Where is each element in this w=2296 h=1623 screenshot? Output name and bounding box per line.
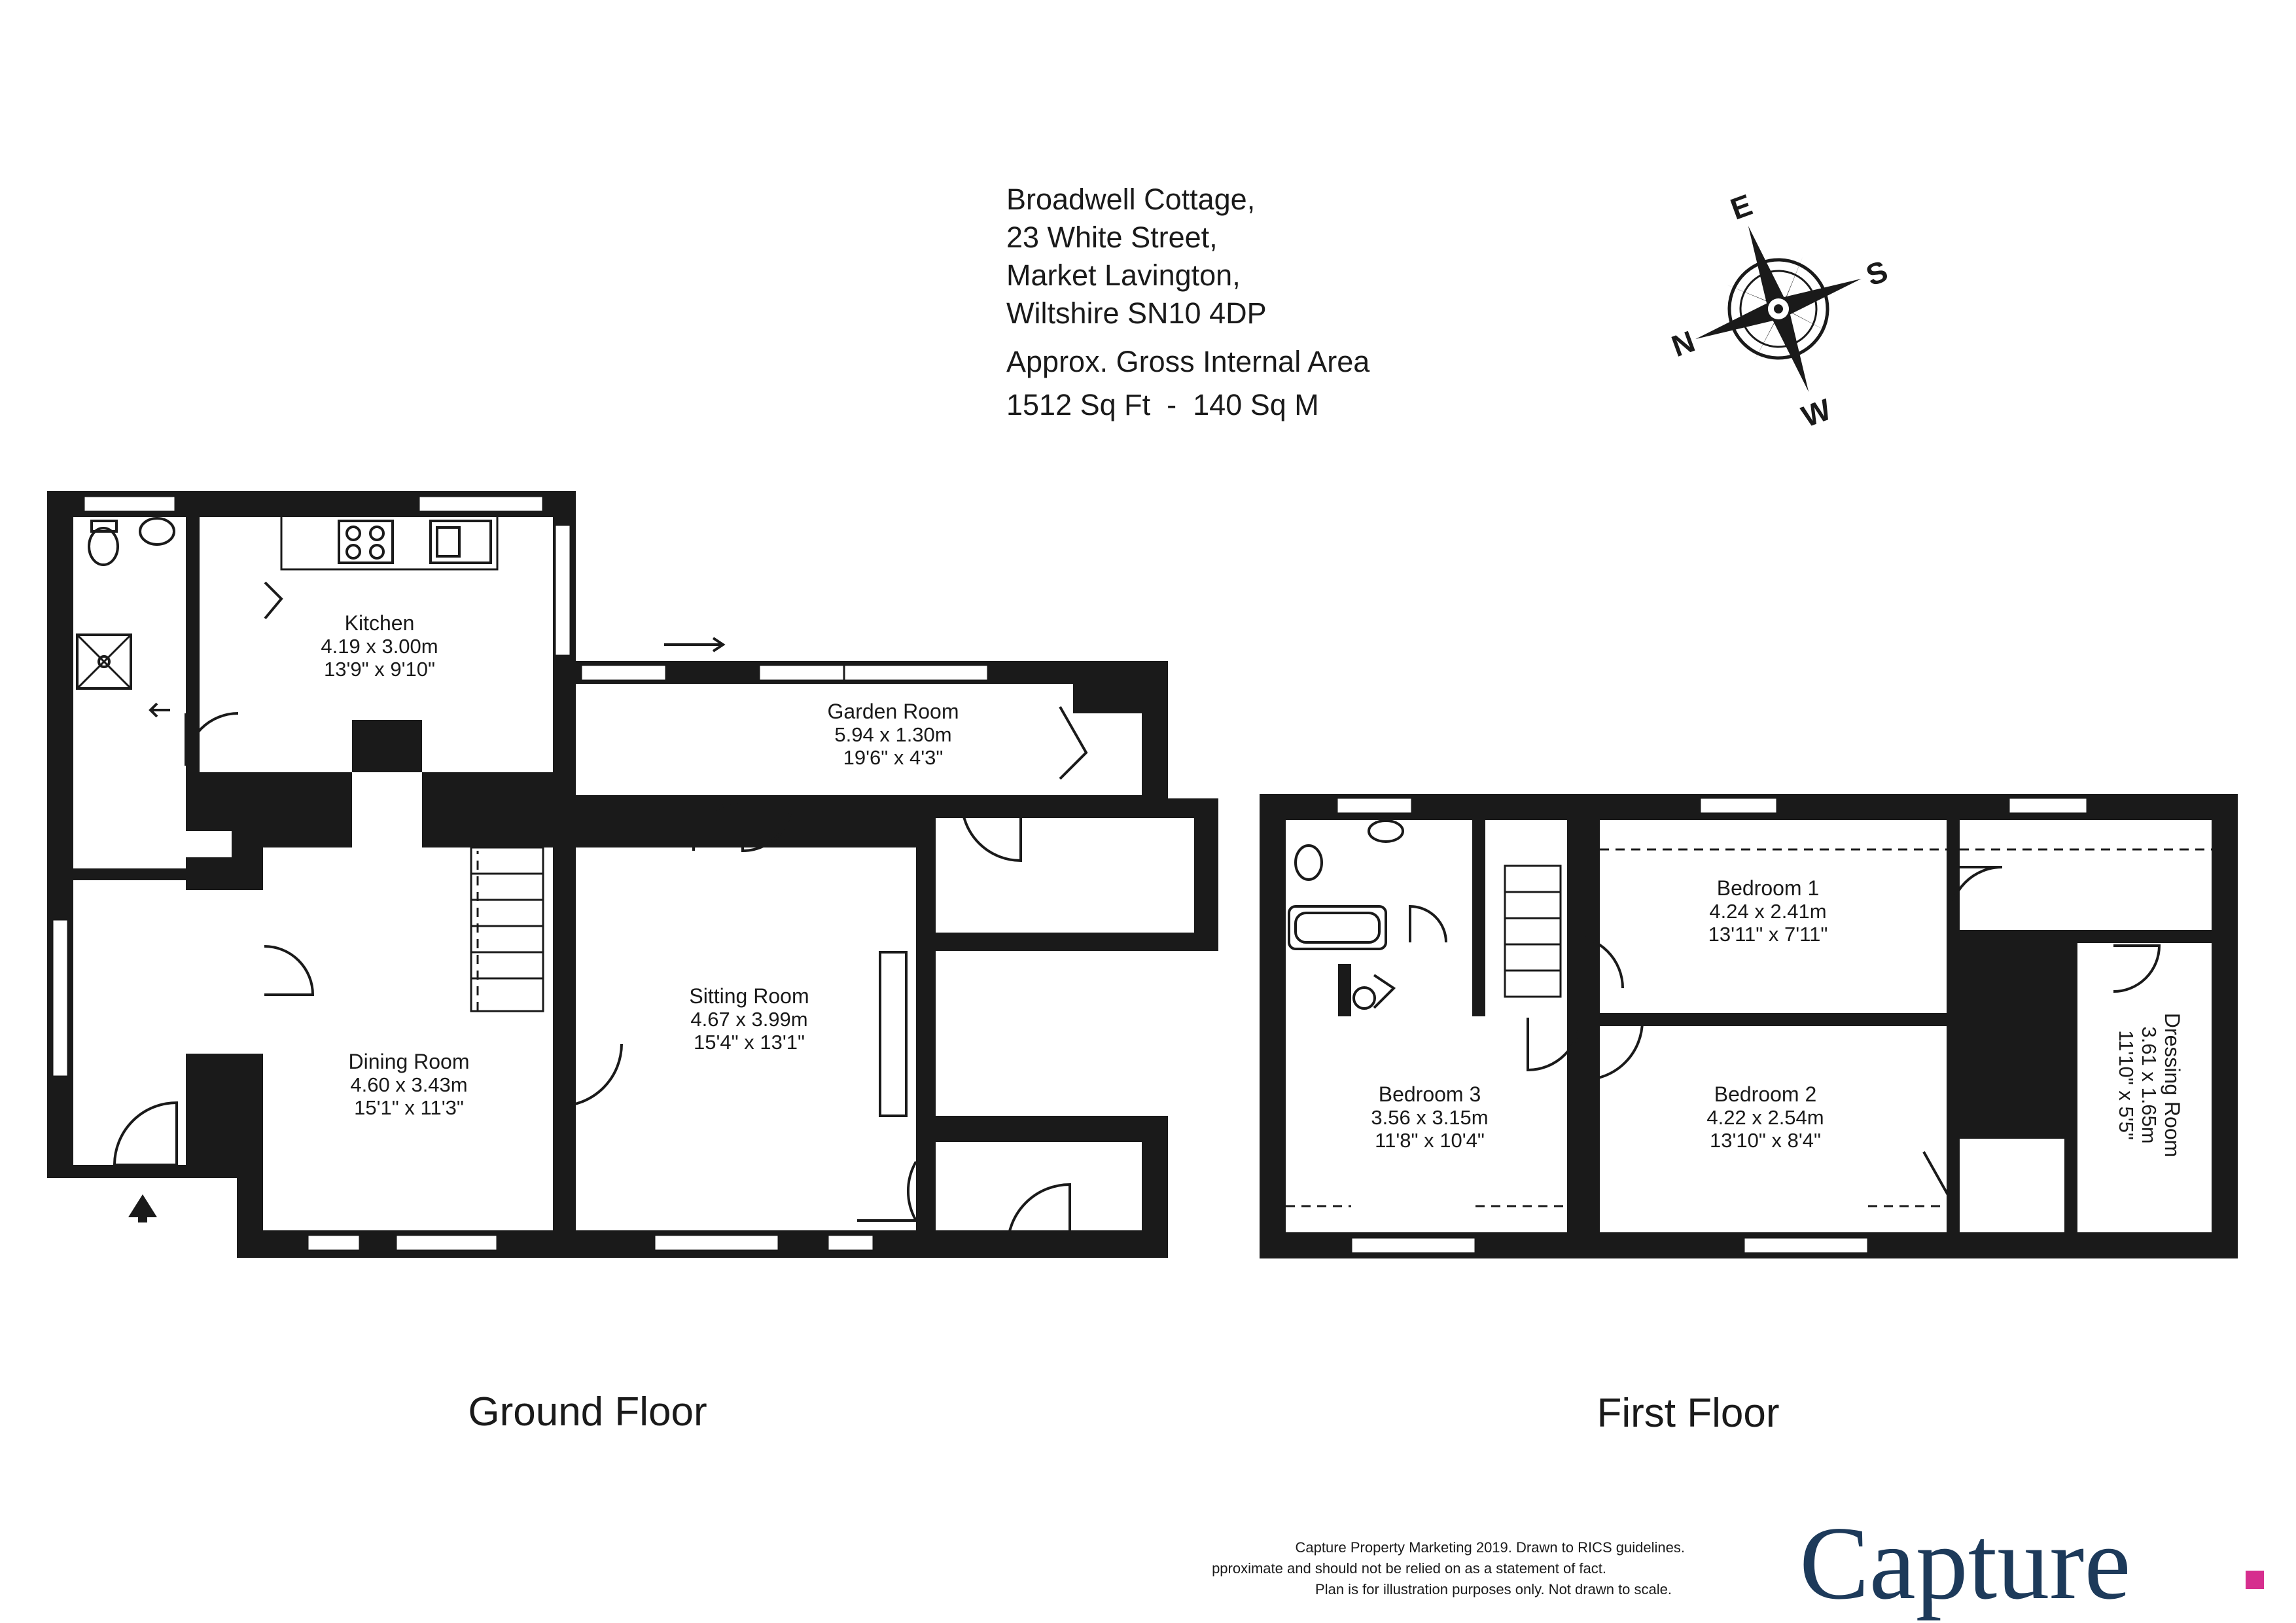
ground-floor-rooms <box>73 517 1194 1230</box>
disclaimer: Capture Property Marketing 2019. Drawn t… <box>1212 1539 1685 1597</box>
room-name: Dressing Room <box>2161 1013 2184 1158</box>
room-name: Kitchen <box>345 611 415 635</box>
room-label-dressing-room: Dressing Room 3.61 x 1.65m 11'10" x 5'5" <box>2115 1013 2184 1158</box>
room-imperial: 19'6" x 4'3" <box>843 746 944 769</box>
room-name: Bedroom 3 <box>1379 1082 1481 1106</box>
compass-rose-icon: N E S W <box>1667 187 1892 434</box>
ground-floor-fixtures <box>76 517 908 1222</box>
address-line-3: Market Lavington, <box>1006 259 1241 292</box>
brand-name: Capture <box>1799 1505 2130 1621</box>
disclaimer-line-3: Plan is for illustration purposes only. … <box>1315 1581 1672 1597</box>
room-metric: 4.60 x 3.43m <box>350 1073 467 1096</box>
first-floor-windows <box>1335 796 2089 1255</box>
area-value: 1512 Sq Ft - 140 Sq M <box>1006 388 1319 421</box>
property-address: Broadwell Cottage, 23 White Street, Mark… <box>1006 183 1267 330</box>
room-metric: 5.94 x 1.30m <box>834 723 951 746</box>
capture-logo: Capture <box>1799 1505 2264 1621</box>
gross-internal-area: Approx. Gross Internal Area 1512 Sq Ft -… <box>1006 345 1370 421</box>
first-floor-label: First Floor <box>1597 1391 1780 1436</box>
room-metric: 3.61 x 1.65m <box>2138 1026 2161 1143</box>
address-line-4: Wiltshire SN10 4DP <box>1006 296 1267 330</box>
room-name: Dining Room <box>349 1050 470 1073</box>
ground-floor-doors <box>113 581 1088 1248</box>
first-floor-rooms <box>1286 820 2212 1232</box>
room-metric: 4.22 x 2.54m <box>1706 1106 1824 1129</box>
compass-south: S <box>1862 254 1892 293</box>
ground-floor-label: Ground Floor <box>468 1389 707 1435</box>
room-name: Bedroom 2 <box>1714 1082 1817 1106</box>
room-name: Sitting Room <box>689 984 809 1008</box>
ground-floor-windows <box>51 495 989 1252</box>
compass-east: E <box>1726 187 1757 226</box>
area-label: Approx. Gross Internal Area <box>1006 345 1370 378</box>
room-imperial: 13'11" x 7'11" <box>1708 923 1828 946</box>
room-name: Bedroom 1 <box>1717 876 1820 900</box>
first-floor-plan: Bedroom 1 4.24 x 2.41m 13'11" x 7'11" Be… <box>1260 794 2238 1258</box>
room-metric: 4.19 x 3.00m <box>321 635 438 658</box>
room-label-kitchen: Kitchen 4.19 x 3.00m 13'9" x 9'10" <box>321 611 438 681</box>
room-imperial: 11'8" x 10'4" <box>1375 1129 1485 1152</box>
room-name: Garden Room <box>828 700 959 723</box>
room-label-garden-room: Garden Room 5.94 x 1.30m 19'6" x 4'3" <box>828 700 959 769</box>
first-floor-fixtures <box>1286 819 2212 1207</box>
room-imperial: 15'4" x 13'1" <box>694 1031 805 1054</box>
room-imperial: 13'9" x 9'10" <box>324 658 435 681</box>
room-imperial: 11'10" x 5'5" <box>2115 1030 2138 1140</box>
room-label-sitting-room: Sitting Room 4.67 x 3.99m 15'4" x 13'1" <box>689 984 809 1054</box>
disclaimer-line-1: Capture Property Marketing 2019. Drawn t… <box>1295 1539 1685 1556</box>
room-metric: 4.67 x 3.99m <box>690 1008 807 1031</box>
room-imperial: 15'1" x 11'3" <box>354 1096 464 1119</box>
compass-west: W <box>1797 392 1836 434</box>
disclaimer-line-2: pproximate and should not be relied on a… <box>1212 1560 1606 1577</box>
room-label-bedroom-2: Bedroom 2 4.22 x 2.54m 13'10" x 8'4" <box>1706 1082 1824 1152</box>
room-label-dining-room: Dining Room 4.60 x 3.43m 15'1" x 11'3" <box>349 1050 470 1119</box>
compass-north: N <box>1667 324 1699 363</box>
ground-floor-plan: Kitchen 4.19 x 3.00m 13'9" x 9'10" Garde… <box>47 491 1218 1258</box>
room-imperial: 13'10" x 8'4" <box>1710 1129 1821 1152</box>
room-label-bedroom-1: Bedroom 1 4.24 x 2.41m 13'11" x 7'11" <box>1708 876 1828 946</box>
room-metric: 4.24 x 2.41m <box>1709 900 1826 923</box>
address-line-1: Broadwell Cottage, <box>1006 183 1255 216</box>
brand-dot <box>2246 1571 2264 1589</box>
first-floor-doors <box>1373 866 2161 1209</box>
address-line-2: 23 White Street, <box>1006 221 1218 254</box>
room-label-bedroom-3: Bedroom 3 3.56 x 3.15m 11'8" x 10'4" <box>1371 1082 1488 1152</box>
room-metric: 3.56 x 3.15m <box>1371 1106 1488 1129</box>
